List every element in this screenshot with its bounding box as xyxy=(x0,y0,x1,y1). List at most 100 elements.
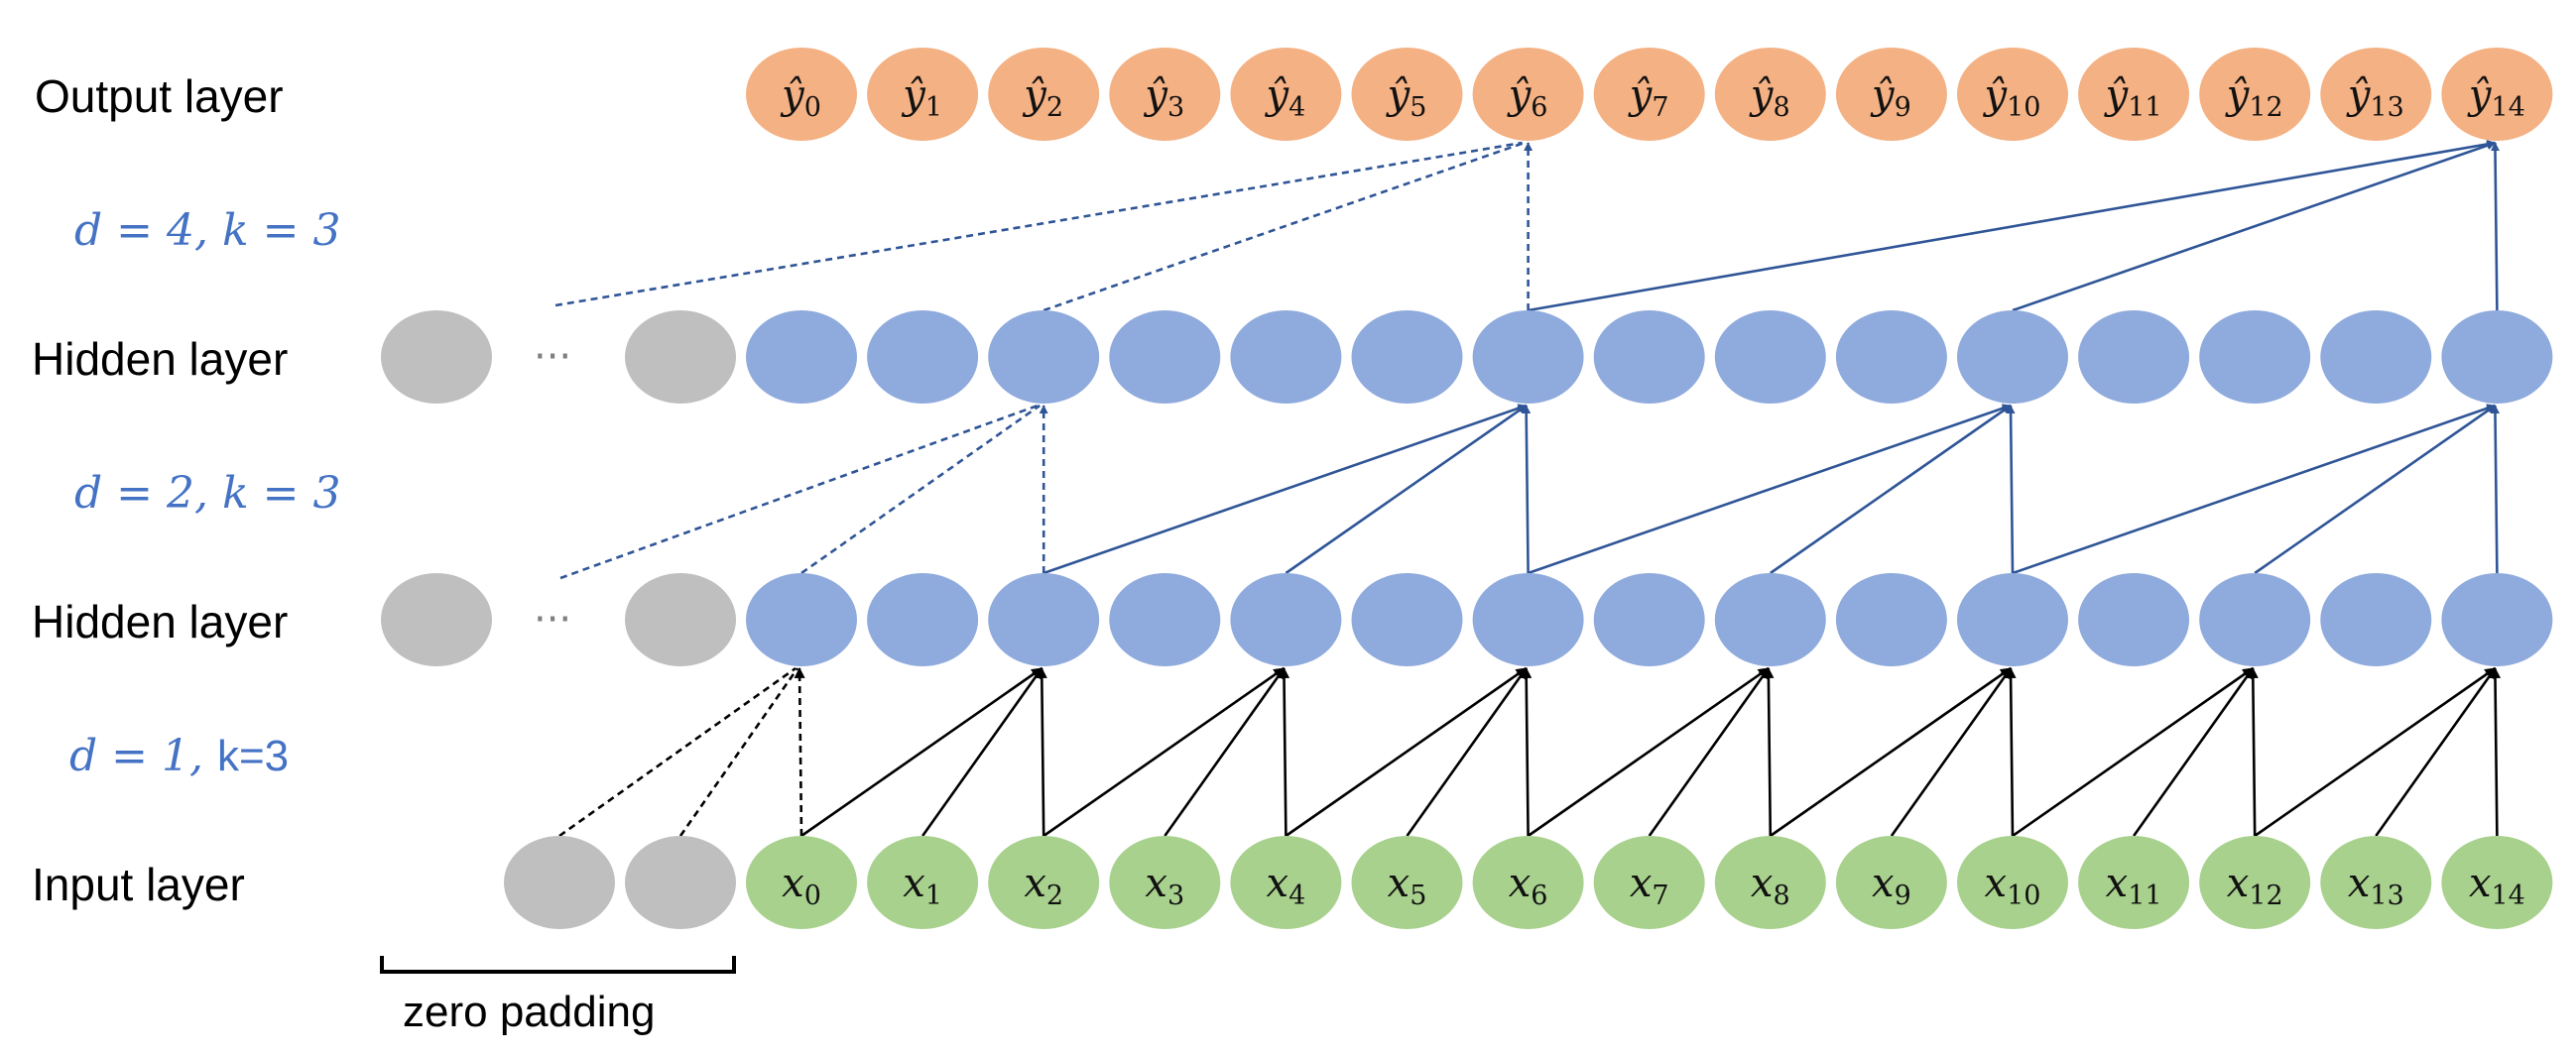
hidden1-to-hidden2-edge xyxy=(1528,404,2012,575)
input-node xyxy=(2441,836,2553,929)
output-node-symbol: ŷ xyxy=(780,72,805,118)
input-node-symbol: x xyxy=(1145,861,1167,906)
input-node-label: x6 xyxy=(1509,861,1548,911)
output-node-symbol: ŷ xyxy=(2346,72,2372,118)
input-node xyxy=(1714,836,1826,929)
dilation-label-d1: d = 1, k=3 xyxy=(69,731,289,781)
output-node-label: ŷ5 xyxy=(1386,72,1427,123)
hidden2-node xyxy=(867,310,979,404)
input-node-index: 12 xyxy=(2249,881,2282,911)
output-node-symbol: ŷ xyxy=(1628,72,1654,118)
input-node xyxy=(1109,836,1221,929)
input-node-label: x5 xyxy=(1388,861,1427,911)
hidden2-node xyxy=(2078,310,2190,404)
output-layer-label: Output layer xyxy=(35,70,284,122)
input-to-hidden1-edge xyxy=(2012,666,2255,838)
padding-to-hidden1-edge xyxy=(558,666,797,838)
input-padding-node xyxy=(625,836,736,929)
input-node-index: 9 xyxy=(1895,881,1911,911)
output-node-index: 1 xyxy=(925,92,942,123)
input-node xyxy=(2320,836,2432,929)
output-node-index: 2 xyxy=(1046,92,1063,123)
hidden1-to-hidden2-edge xyxy=(1770,404,2012,575)
output-node-symbol: ŷ xyxy=(1507,72,1533,118)
output-node-label: ŷ3 xyxy=(1143,72,1184,123)
output-node xyxy=(746,48,857,141)
padding-to-hidden2-edge xyxy=(559,404,1039,580)
input-node-symbol: x xyxy=(2469,861,2492,906)
input-to-hidden1-edge xyxy=(1036,666,1047,837)
input-node xyxy=(1593,836,1705,929)
hidden2-node xyxy=(1351,310,1463,404)
hidden1-node xyxy=(2199,573,2311,666)
dilation-label-d4: d = 4, k = 3 xyxy=(74,205,340,256)
input-node-index: 0 xyxy=(804,881,821,911)
hidden1-to-hidden2-edge xyxy=(1522,405,1532,574)
hidden1-node xyxy=(1230,573,1342,666)
hidden2-node xyxy=(2441,310,2553,404)
hidden-layer-2-label: Hidden layer xyxy=(32,333,288,385)
zero-padding-bracket xyxy=(380,956,736,974)
hidden2-to-output-edge xyxy=(1528,139,2497,312)
output-node-label: ŷ12 xyxy=(2225,72,2283,123)
hidden1-to-hidden2-edge xyxy=(800,404,1041,575)
input-node-symbol: x xyxy=(1267,861,1289,906)
input-to-hidden1-edge xyxy=(1279,666,1290,837)
output-node-label: ŷ1 xyxy=(901,72,942,123)
output-node xyxy=(2441,48,2553,141)
output-node-label: ŷ2 xyxy=(1022,72,1063,123)
input-to-hidden1-edge xyxy=(1521,666,1533,837)
input-to-hidden1-edge xyxy=(1763,666,1775,837)
input-node-index: 7 xyxy=(1652,881,1668,911)
connection-edges xyxy=(554,139,2502,838)
input-node-symbol: x xyxy=(903,861,925,906)
output-node xyxy=(1351,48,1463,141)
input-to-hidden1-edge xyxy=(1890,667,2013,837)
input-node-label: x13 xyxy=(2348,861,2404,911)
input-to-hidden1-edge xyxy=(1406,667,1528,837)
input-node-label: x12 xyxy=(2227,861,2283,911)
hidden1-node xyxy=(746,573,857,666)
output-node-index: 9 xyxy=(1895,92,1911,123)
input-to-hidden1-edge xyxy=(2133,667,2255,837)
output-node-index: 7 xyxy=(1652,92,1668,123)
input-node-index: 2 xyxy=(1046,881,1063,911)
hidden2-to-output-edge xyxy=(1043,141,1526,312)
output-node-symbol: ŷ xyxy=(2225,72,2251,118)
output-node-symbol: ŷ xyxy=(2104,72,2130,118)
output-node-symbol: ŷ xyxy=(1022,72,1047,118)
output-node-symbol: ŷ xyxy=(1143,72,1168,118)
output-node-symbol: ŷ xyxy=(1749,72,1775,118)
hidden1-node xyxy=(2441,573,2553,666)
input-node-label: x1 xyxy=(903,861,942,911)
input-node-symbol: x xyxy=(1024,861,1046,906)
hidden2-to-output-edge xyxy=(2012,141,2497,312)
hidden2-node xyxy=(1957,310,2068,404)
hidden1-node xyxy=(1957,573,2068,666)
output-node xyxy=(2199,48,2311,141)
output-node-index: 4 xyxy=(1288,92,1305,123)
input-node xyxy=(2078,836,2190,929)
dilation-label-d2: d = 2, k = 3 xyxy=(74,468,340,519)
hidden1-node xyxy=(2320,573,2432,666)
hidden2-ellipsis: ··· xyxy=(534,334,571,380)
input-node-index: 6 xyxy=(1531,881,1547,911)
output-node-label: ŷ6 xyxy=(1507,72,1548,123)
hidden1-padding-node xyxy=(625,573,736,666)
input-node-index: 5 xyxy=(1410,881,1426,911)
hidden-layer-1-nodes xyxy=(746,573,2553,666)
hidden2-node xyxy=(1472,310,1584,404)
hidden2-node xyxy=(2320,310,2432,404)
hidden2-to-output-edge xyxy=(2490,142,2500,311)
input-node-symbol: x xyxy=(1872,861,1895,906)
output-node-label: ŷ9 xyxy=(1870,72,1911,123)
hidden-layer-1-label: Hidden layer xyxy=(32,596,288,647)
input-node-index: 4 xyxy=(1288,881,1305,911)
input-node-symbol: x xyxy=(1751,861,1774,906)
hidden1-to-hidden2-edge xyxy=(1285,404,1528,575)
hidden2-node xyxy=(1593,310,1705,404)
input-to-hidden1-edge xyxy=(921,667,1043,837)
input-node-symbol: x xyxy=(2106,861,2129,906)
